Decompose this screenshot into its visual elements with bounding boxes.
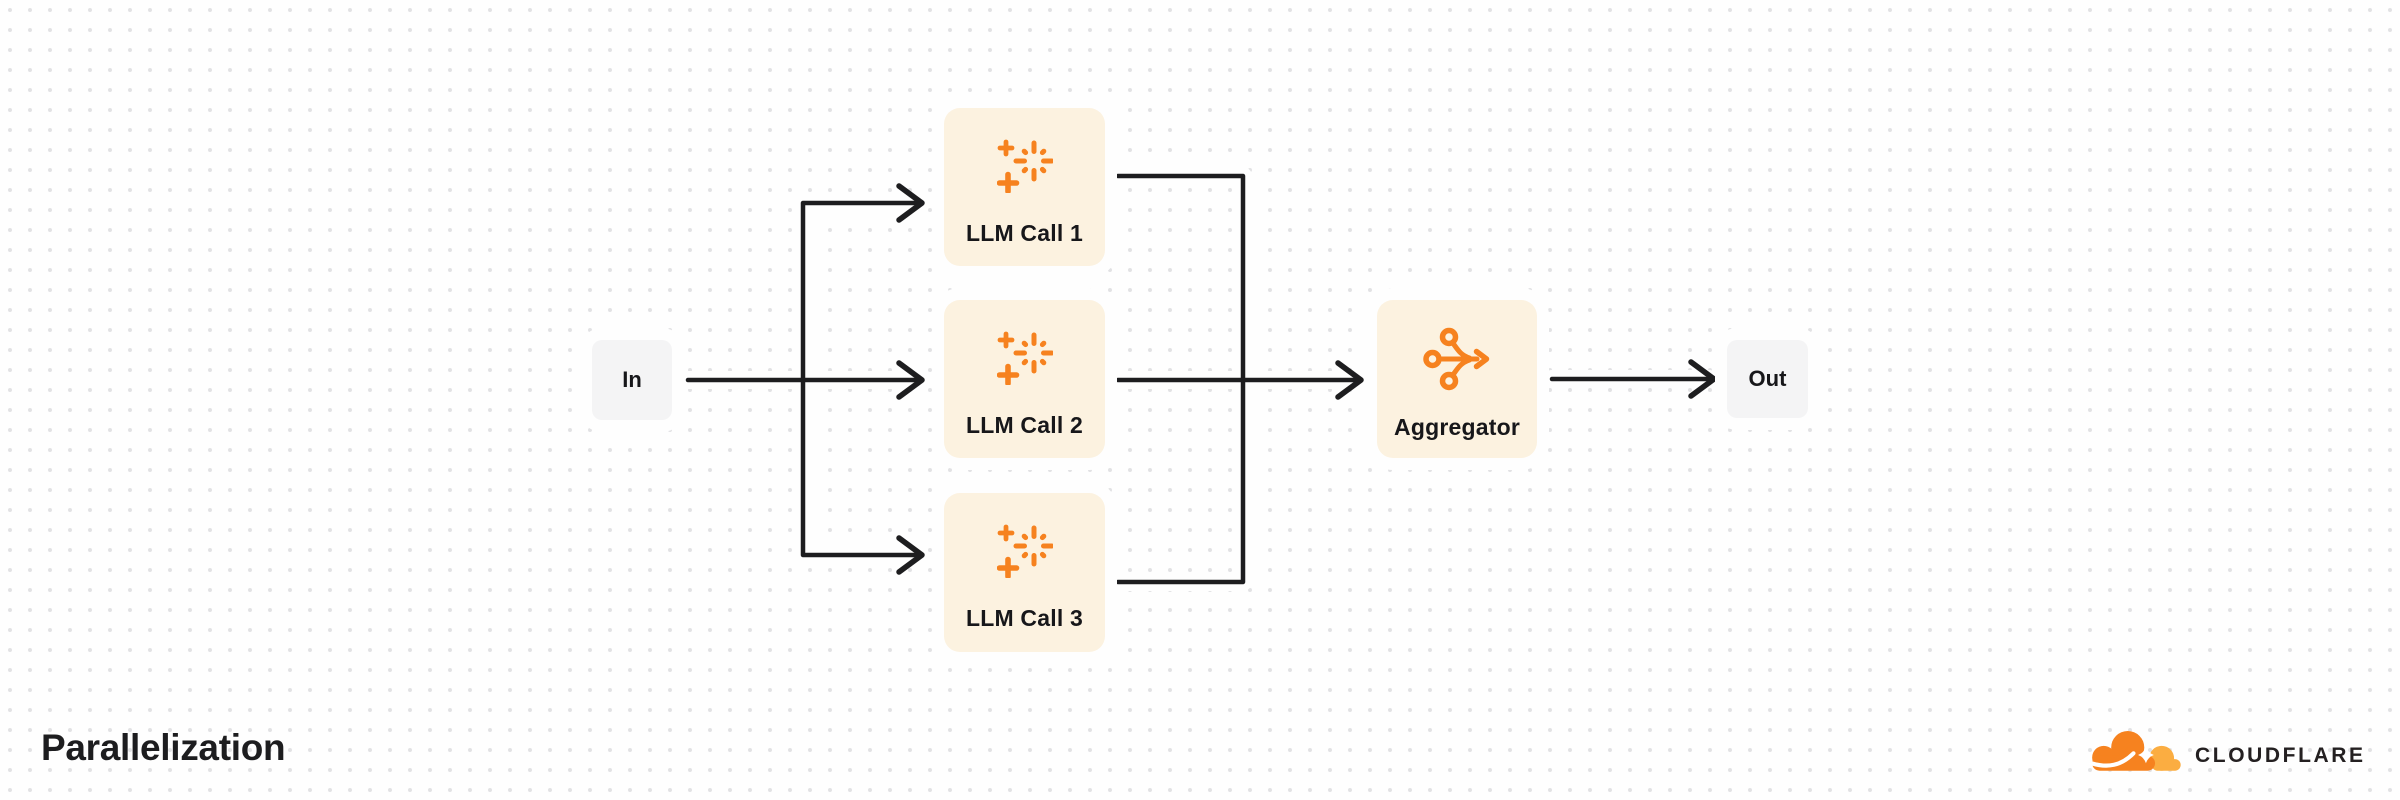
cloudflare-cloud-icon	[2086, 726, 2186, 774]
node-out: Out	[1727, 340, 1808, 418]
node-llm-call-2: LLM Call 2	[944, 300, 1105, 458]
sparkles-icon	[996, 522, 1054, 580]
node-llm-call-3: LLM Call 3	[944, 493, 1105, 652]
arrowhead-llm1	[896, 183, 925, 223]
edge-strokes	[685, 173, 1712, 585]
node-in: In	[592, 340, 672, 420]
node-llm-call-1: LLM Call 1	[944, 108, 1105, 266]
node-out-label: Out	[1748, 366, 1787, 391]
arrowhead-aggregator	[1335, 360, 1364, 400]
arrowhead-llm3	[896, 535, 925, 575]
node-llm-call-2-label: LLM Call 2	[965, 412, 1083, 438]
arrowhead-llm2	[896, 360, 925, 400]
node-llm-call-1-label: LLM Call 1	[965, 220, 1083, 246]
node-in-label: In	[622, 367, 642, 392]
edge-fanout-branch	[800, 200, 921, 558]
sparkles-icon	[996, 137, 1054, 195]
cloudflare-wordmark: CLOUDFLARE	[2195, 744, 2366, 767]
edge-halos	[679, 167, 1718, 591]
sparkles-icon	[996, 329, 1054, 387]
merge-arrow-icon	[1423, 325, 1491, 393]
edge-merge-branch	[1115, 173, 1246, 585]
diagram-title: Parallelization	[41, 727, 286, 768]
arrowhead-out	[1688, 359, 1717, 399]
node-aggregator-label: Aggregator	[1394, 414, 1520, 440]
node-llm-call-3-label: LLM Call 3	[965, 605, 1083, 631]
cloudflare-logo: CLOUDFLARE	[2086, 724, 2366, 774]
node-aggregator: Aggregator	[1377, 300, 1537, 458]
